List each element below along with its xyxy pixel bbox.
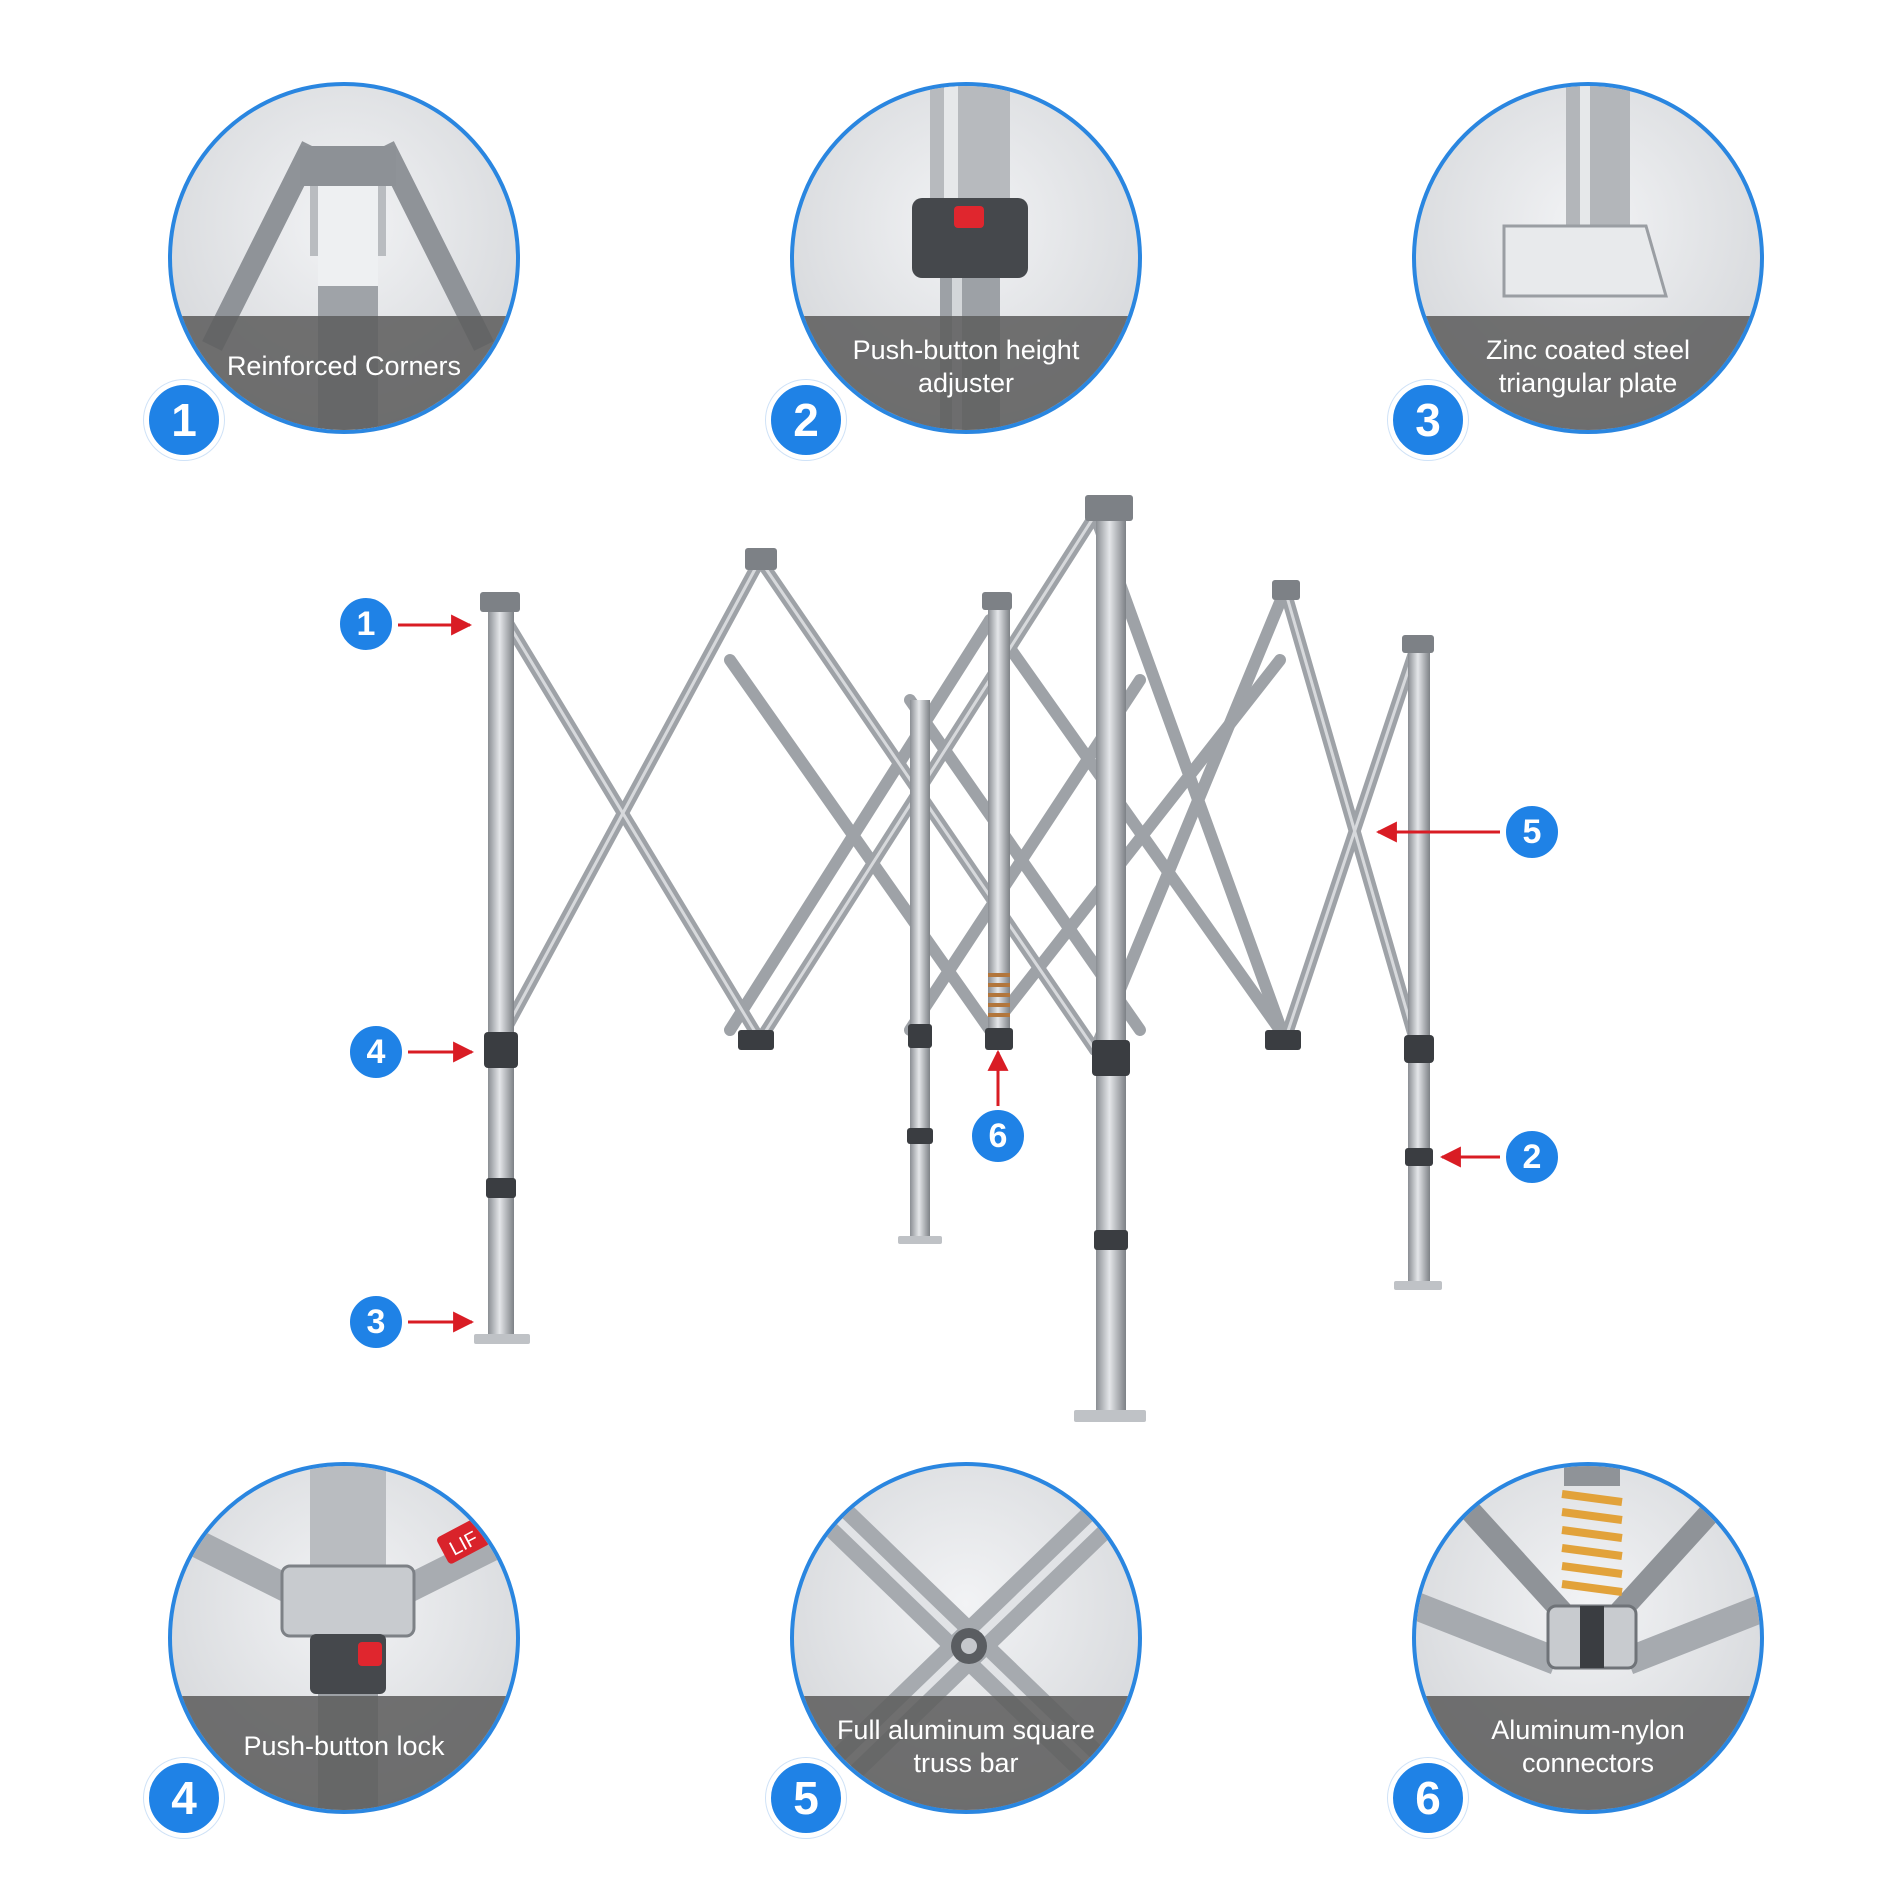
detail-caption: Full aluminum square truss bar [836, 1715, 1096, 1779]
callout-3: 3 [346, 1292, 406, 1352]
detail-zinc-coated-steel-triangular-plate: Zinc coated steel triangular plate [1412, 82, 1764, 434]
truss-bars [494, 509, 1421, 1056]
detail-number-6: 6 [1388, 1758, 1468, 1838]
callout-2: 2 [1502, 1127, 1562, 1187]
callout-arrows [398, 614, 1500, 1333]
caption-band: Zinc coated steel triangular plate [1416, 316, 1760, 430]
detail-caption: Aluminum-nylon connectors [1491, 1715, 1685, 1779]
callout-1: 1 [336, 594, 396, 654]
detail-caption: Reinforced Corners [226, 351, 462, 382]
detail-caption: Push-button height adjuster [852, 335, 1080, 399]
caption-band: Push-button height adjuster [794, 316, 1138, 430]
caption-band: Aluminum-nylon connectors [1416, 1696, 1760, 1810]
frame-connectors [484, 1024, 1434, 1250]
detail-number-3: 3 [1388, 380, 1468, 460]
caption-band: Full aluminum square truss bar [794, 1696, 1138, 1810]
frame-legs [488, 505, 1430, 1415]
callout-5: 5 [1502, 802, 1562, 862]
foot-plate-illustration [1502, 86, 1668, 298]
detail-number-1: 1 [144, 380, 224, 460]
callout-4: 4 [346, 1022, 406, 1082]
connector-spring-illustration [1416, 1466, 1760, 1675]
detail-aluminum-nylon-connectors: Aluminum-nylon connectors [1412, 1462, 1764, 1814]
detail-caption: Push-button lock [243, 1731, 445, 1762]
detail-number-2: 2 [766, 380, 846, 460]
push-button-lock-illustration: LIF [175, 1466, 516, 1810]
detail-full-aluminum-square-truss-bar: Full aluminum square truss bar [790, 1462, 1142, 1814]
caption-band: Reinforced Corners [172, 316, 516, 430]
corner-caps [480, 495, 1434, 653]
callout-6: 6 [968, 1106, 1028, 1166]
detail-reinforced-corners: Reinforced Corners [168, 82, 520, 434]
detail-caption: Zinc coated steel triangular plate [1485, 335, 1691, 399]
detail-push-button-lock: LIF Push-button lock [168, 1462, 520, 1814]
foot-plates [474, 1236, 1442, 1422]
detail-push-button-height-adjuster: Push-button height adjuster [790, 82, 1142, 434]
center-spring [988, 973, 1010, 1017]
detail-number-4: 4 [144, 1758, 224, 1838]
caption-band: Push-button lock [172, 1696, 516, 1810]
detail-number-5: 5 [766, 1758, 846, 1838]
